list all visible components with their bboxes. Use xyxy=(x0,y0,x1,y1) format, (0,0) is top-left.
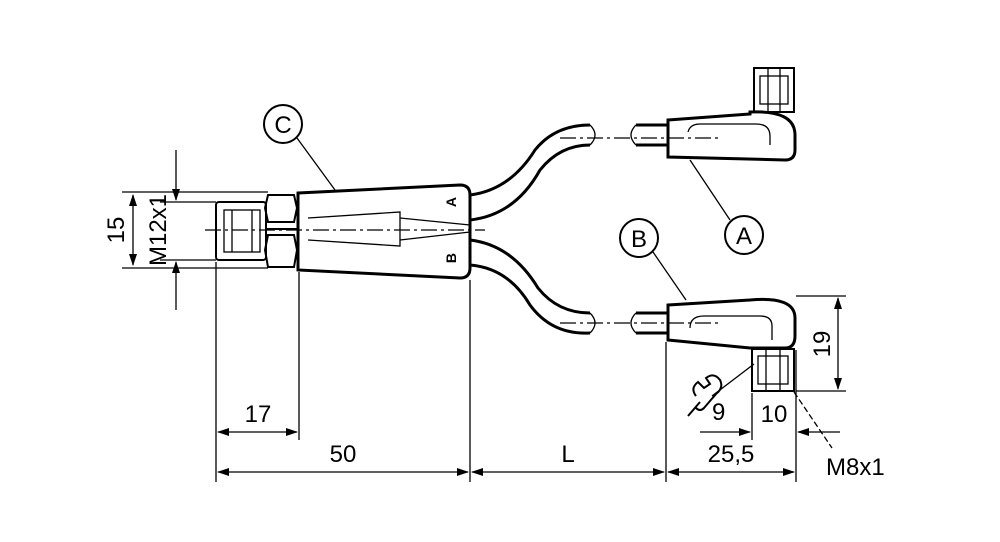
connector-a xyxy=(666,67,797,162)
callout-a-label: A xyxy=(736,223,752,250)
extension-lines xyxy=(215,262,846,482)
splitter-body xyxy=(296,183,472,280)
dim-L-label: L xyxy=(561,441,574,468)
callout-c: C xyxy=(263,104,336,191)
dim-19-label: 19 xyxy=(809,331,836,358)
cable-lower xyxy=(469,238,720,335)
dim-15-label: 15 xyxy=(103,217,130,244)
dim-50-label: 50 xyxy=(330,441,357,468)
callout-b: B xyxy=(619,218,687,301)
dim-m8-leader xyxy=(793,391,833,449)
callout-c-label: C xyxy=(274,112,291,139)
connector-b xyxy=(666,297,797,392)
cable-upper xyxy=(469,123,720,222)
dim-17-label: 17 xyxy=(245,401,272,428)
connector-mark-a: A xyxy=(443,197,459,207)
dim-m12-label: M12x1 xyxy=(145,194,172,266)
callout-a: A xyxy=(689,159,764,255)
dim-25-5-label: 25,5 xyxy=(708,441,755,468)
wrench-icon xyxy=(687,363,755,417)
connector-mark-b: B xyxy=(443,253,459,263)
callout-b-label: B xyxy=(631,226,647,253)
dim-m8-label: M8x1 xyxy=(826,454,885,481)
wrench-size-label: 9 xyxy=(712,399,725,426)
dim-10-label: 10 xyxy=(761,401,788,428)
m12-connector xyxy=(215,194,299,268)
dim-left xyxy=(122,150,268,310)
